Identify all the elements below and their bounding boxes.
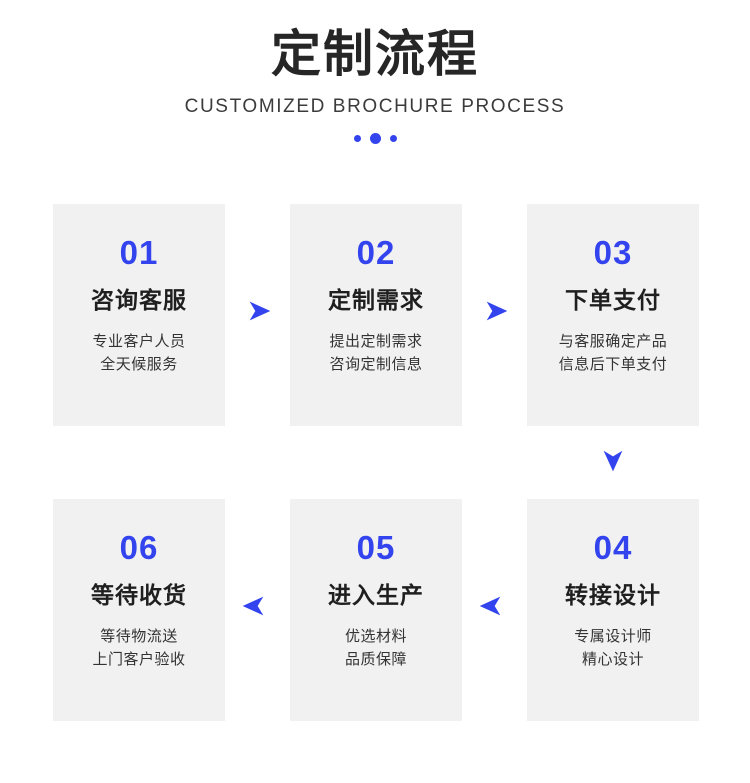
step-number: 03 — [593, 234, 633, 271]
step-description-line-2: 全天候服务 — [100, 356, 178, 374]
page-title: 定制流程 — [271, 26, 479, 82]
arrow-left-icon — [474, 590, 506, 622]
step-description-line-1: 与客服确定产品 — [558, 333, 668, 350]
step-description-line-1: 专业客户人员 — [92, 333, 186, 350]
step-number: 06 — [119, 529, 159, 566]
process-step-card-05: 05 进入生产 优选材料 品质保障 — [290, 499, 462, 721]
step-title: 咨询客服 — [91, 287, 187, 313]
step-description: 优选材料 品质保障 — [345, 625, 407, 672]
step-description-line-1: 优选材料 — [344, 628, 407, 645]
step-description-line-1: 提出定制需求 — [329, 333, 423, 350]
step-number: 02 — [356, 234, 396, 271]
step-description-line-1: 等待物流送 — [100, 628, 178, 645]
step-description-line-2: 上门客户验收 — [92, 651, 186, 669]
arrow-left-icon — [237, 590, 269, 622]
step-description: 与客服确定产品 信息后下单支付 — [559, 330, 668, 377]
decorative-dots — [0, 132, 750, 146]
process-step-card-06: 06 等待收货 等待物流送 上门客户验收 — [53, 499, 225, 721]
page-header: 定制流程 CUSTOMIZED BROCHURE PROCESS — [0, 0, 750, 146]
step-title: 转接设计 — [565, 582, 661, 608]
step-description-line-2: 信息后下单支付 — [558, 356, 668, 374]
step-title: 定制需求 — [328, 287, 424, 313]
step-description-line-2: 品质保障 — [344, 651, 407, 669]
step-number: 01 — [119, 234, 159, 271]
step-description: 专业客户人员 全天候服务 — [92, 330, 185, 377]
step-description-line-2: 咨询定制信息 — [329, 356, 423, 374]
process-step-card-02: 02 定制需求 提出定制需求 咨询定制信息 — [290, 204, 462, 426]
step-number: 04 — [593, 529, 633, 566]
step-title: 下单支付 — [565, 287, 661, 313]
process-step-card-04: 04 转接设计 专属设计师 精心设计 — [527, 499, 699, 721]
arrow-right-icon — [481, 295, 513, 327]
dot-small-left-icon — [353, 135, 361, 142]
step-description-line-1: 专属设计师 — [574, 628, 652, 645]
page-subtitle: CUSTOMIZED BROCHURE PROCESS — [184, 95, 566, 117]
dot-big-center-icon — [369, 133, 381, 144]
step-title: 等待收货 — [91, 582, 187, 608]
step-description: 提出定制需求 咨询定制信息 — [329, 330, 422, 377]
step-description-line-2: 精心设计 — [581, 651, 644, 669]
step-description: 等待物流送 上门客户验收 — [92, 625, 185, 672]
step-title: 进入生产 — [328, 582, 424, 608]
process-step-card-01: 01 咨询客服 专业客户人员 全天候服务 — [53, 204, 225, 426]
arrow-right-icon — [244, 295, 276, 327]
step-description: 专属设计师 精心设计 — [574, 625, 652, 672]
arrow-down-icon — [597, 445, 629, 477]
dot-small-right-icon — [389, 135, 397, 142]
step-number: 05 — [356, 529, 396, 566]
process-step-card-03: 03 下单支付 与客服确定产品 信息后下单支付 — [527, 204, 699, 426]
